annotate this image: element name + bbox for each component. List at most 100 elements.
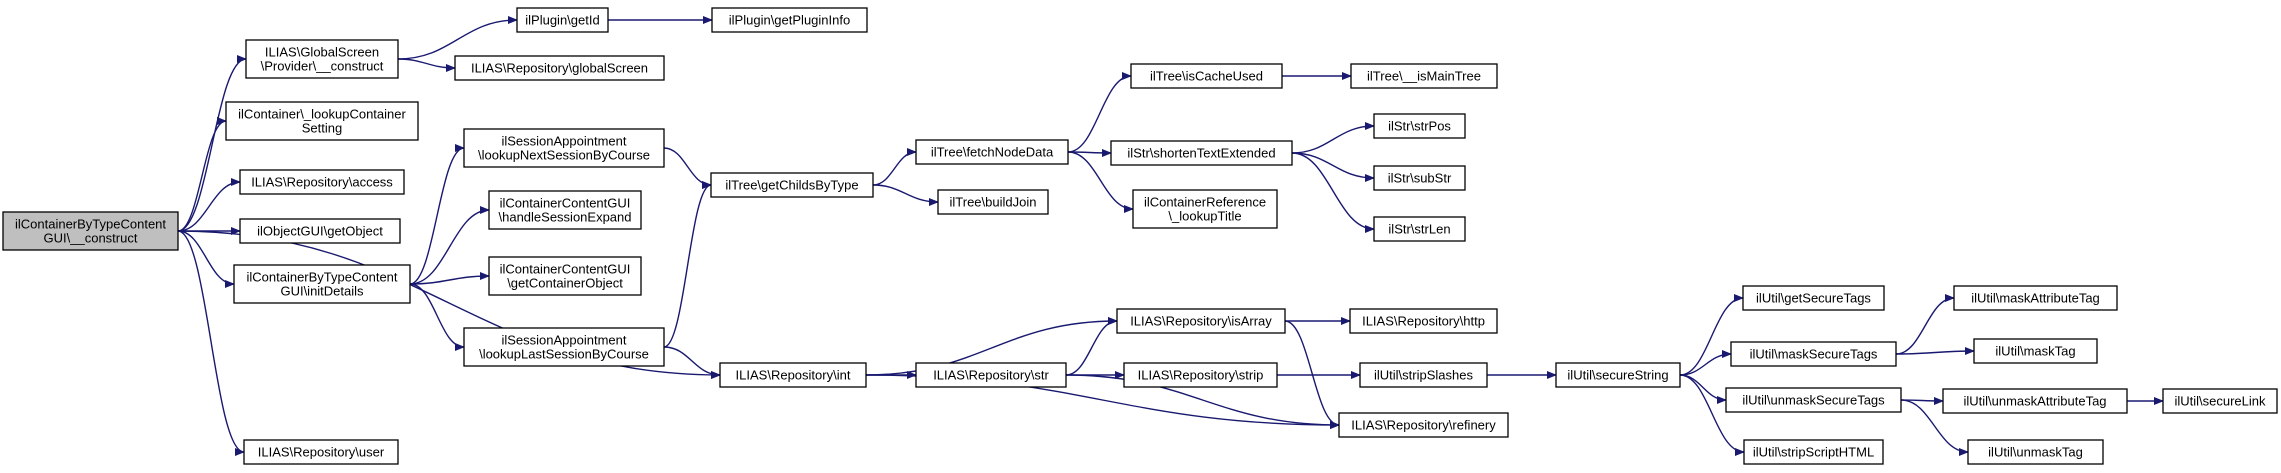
call-edge [663,147,712,189]
node-label: ilTree\getChildsByType [725,178,858,193]
node-label: ilSessionAppointment [501,333,626,348]
node-label: ilStr\strPos [1388,119,1451,134]
node-box [1338,412,1509,438]
graph-node[interactable]: ilUtil\secureString [1555,362,1681,388]
node-label: ilUtil\stripScriptHTML [1753,445,1874,460]
node-box [233,264,411,304]
graph-node[interactable]: ilUtil\maskTag [1973,338,2098,364]
node-box [488,190,642,230]
node-label: ilPlugin\getPluginInfo [729,13,850,28]
graph-node[interactable]: ilTree\isCacheUsed [1130,63,1283,89]
node-label: \getContainerObject [507,276,623,291]
call-edge [177,178,241,232]
nodes-layer: ilContainerByTypeContentGUI\__constructI… [2,7,2278,465]
node-label: ILIAS\Repository\access [251,175,393,190]
node-box [1373,216,1466,242]
graph-node[interactable]: ilUtil\stripSlashes [1359,362,1488,388]
graph-node[interactable]: ilUtil\maskAttributeTag [1953,285,2118,311]
node-box [1953,285,2118,311]
graph-node[interactable]: ilStr\shortenTextExtended [1110,140,1293,166]
node-box [1743,439,1884,465]
call-edge [397,58,456,72]
node-label: ilUtil\getSecureTags [1756,291,1871,306]
graph-node[interactable]: ilUtil\secureLink [2162,388,2278,414]
node-label: ilContainerContentGUI [500,262,631,277]
graph-node[interactable]: ilStr\strLen [1373,216,1466,242]
node-box [1942,388,2128,414]
node-box [245,39,399,79]
graph-node[interactable]: ilUtil\getSecureTags [1742,285,1885,311]
graph-node[interactable]: ilStr\subStr [1373,165,1466,191]
node-box [915,139,1069,165]
node-box [1730,341,1897,367]
graph-node[interactable]: ilSessionAppointment\lookupNextSessionBy… [463,128,665,168]
node-label: ILIAS\Repository\int [736,368,851,383]
graph-node[interactable]: ilTree\__isMainTree [1350,63,1498,89]
graph-node[interactable]: ilContainerContentGUI\handleSessionExpan… [488,190,642,230]
call-edge [177,230,235,288]
node-box [1116,308,1286,334]
node-label: ILIAS\Repository\str [933,368,1049,383]
node-label: ILIAS\Repository\strip [1138,368,1264,383]
graph-node[interactable]: ilUtil\stripScriptHTML [1743,439,1884,465]
node-label: \handleSessionExpand [499,210,632,225]
graph-node[interactable]: ILIAS\Repository\refinery [1338,412,1509,438]
call-edge [1067,72,1132,153]
node-box [1349,308,1498,334]
graph-node[interactable]: ilUtil\unmaskTag [1967,439,2104,465]
graph-node[interactable]: ILIAS\Repository\str [915,362,1067,388]
call-edge [1900,399,1969,456]
graph-node[interactable]: ilSessionAppointment\lookupLastSessionBy… [463,327,665,367]
graph-node[interactable]: ilPlugin\getId [516,7,609,33]
call-edge [1291,122,1375,154]
graph-node[interactable]: ILIAS\Repository\int [719,362,867,388]
graph-node[interactable]: ILIAS\Repository\access [239,169,405,195]
node-box [225,101,419,141]
node-label: ILIAS\Repository\user [258,445,385,460]
node-box [454,55,665,81]
call-edge [177,117,227,232]
node-box [516,7,609,33]
graph-node[interactable]: ILIAS\Repository\http [1349,308,1498,334]
graph-node[interactable]: ilObjectGUI\getObject [239,218,401,244]
graph-node[interactable]: ILIAS\Repository\globalScreen [454,55,665,81]
graph-node[interactable]: ilTree\getChildsByType [710,172,874,198]
node-label: ilUtil\unmaskAttributeTag [1963,394,2106,409]
node-label: \lookupNextSessionByCourse [478,148,650,163]
node-label: ilObjectGUI\getObject [257,224,383,239]
node-box [1555,362,1681,388]
graph-node[interactable]: ILIAS\Repository\isArray [1116,308,1286,334]
node-label: ilUtil\maskTag [1995,344,2075,359]
node-label: ilTree\buildJoin [950,195,1037,210]
call-edge [1065,374,1340,429]
graph-node[interactable]: ilContainerContentGUI\getContainerObject [488,256,642,296]
node-label: ILIAS\Repository\http [1362,314,1485,329]
graph-node[interactable]: ilTree\buildJoin [937,189,1049,215]
node-label: ilSessionAppointment [501,134,626,149]
graph-node[interactable]: ILIAS\GlobalScreen\Provider\__construct [245,39,399,79]
graph-node[interactable]: ilContainerReference\_lookupTitle [1132,189,1278,229]
node-box [1132,189,1278,229]
graph-node[interactable]: ILIAS\Repository\strip [1123,362,1278,388]
node-label: ilContainerByTypeContent [246,270,397,285]
call-edge [1291,152,1375,233]
graph-node[interactable]: ilStr\strPos [1373,113,1466,139]
node-box [719,362,867,388]
node-label: ilContainerReference [1144,195,1266,210]
graph-node[interactable]: ILIAS\Repository\user [243,439,399,465]
graph-node[interactable]: ilUtil\unmaskAttributeTag [1942,388,2128,414]
node-box [2162,388,2278,414]
graph-node[interactable]: ilTree\fetchNodeData [915,139,1069,165]
node-box [463,327,665,367]
call-edge [1284,320,1340,429]
graph-node[interactable]: ilUtil\unmaskSecureTags [1725,387,1902,413]
graph-node[interactable]: ilPlugin\getPluginInfo [711,7,868,33]
node-label: ilStr\strLen [1388,222,1450,237]
call-edge [409,144,465,285]
node-label: ilUtil\maskSecureTags [1750,347,1878,362]
graph-node[interactable]: ilUtil\maskSecureTags [1730,341,1897,367]
